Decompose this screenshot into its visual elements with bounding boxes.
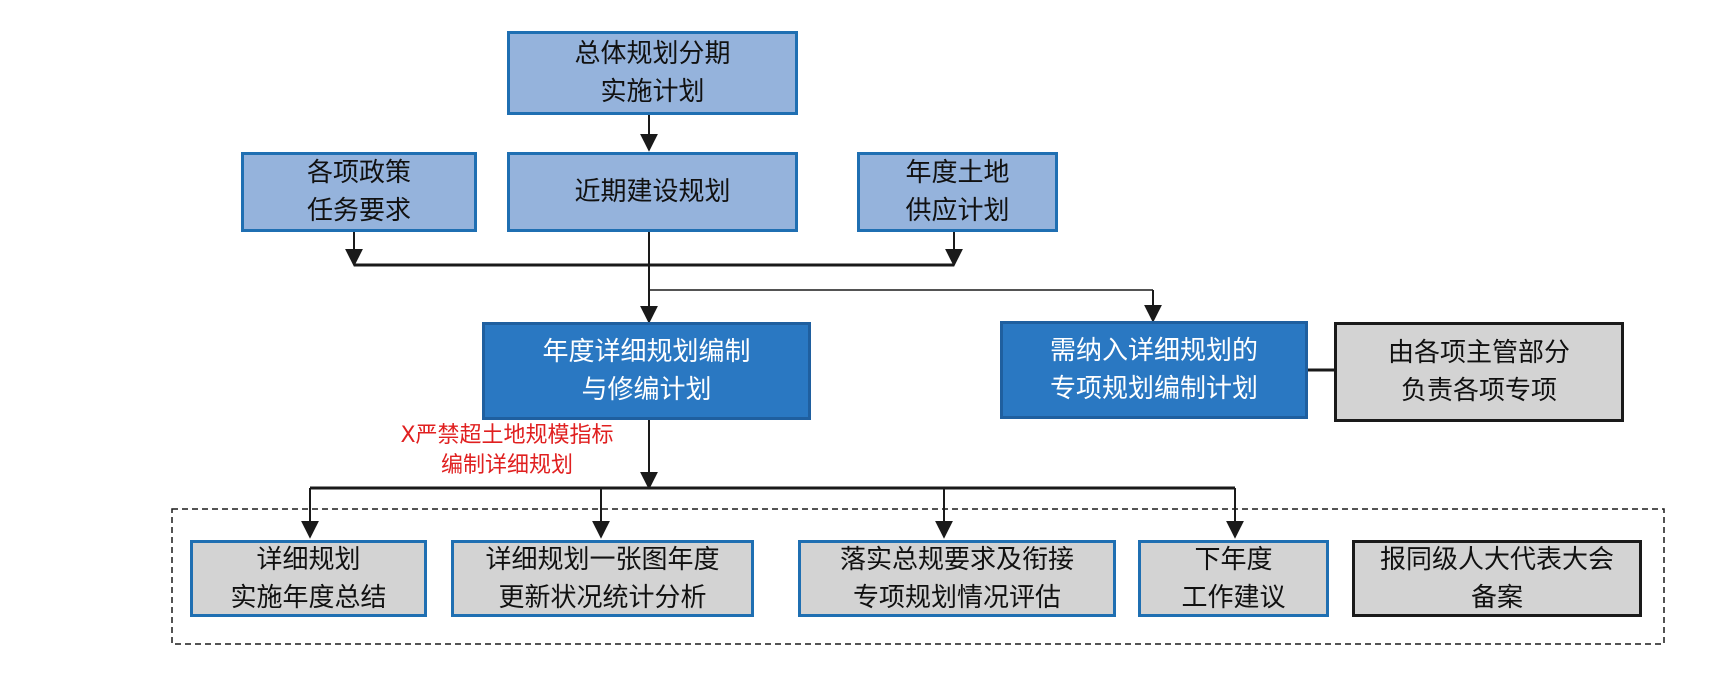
node-filing: 报同级人大代表大会 备案 — [1352, 540, 1642, 617]
node-next-year-line2: 工作建议 — [1181, 582, 1286, 613]
node-summary: 详细规划 实施年度总结 — [190, 540, 427, 617]
node-policy-tasks: 各项政策 任务要求 — [241, 152, 477, 232]
node-annual-detail: 年度详细规划编制 与修编计划 — [482, 322, 811, 420]
node-next-year: 下年度 工作建议 — [1138, 540, 1329, 617]
node-filing-line1: 报同级人大代表大会 — [1379, 544, 1614, 575]
node-overall-plan: 总体规划分期 实施计划 — [507, 31, 798, 115]
node-special-plans-line1: 需纳入详细规划的 — [1049, 336, 1258, 366]
node-one-map: 详细规划一张图年度 更新状况统计分析 — [451, 540, 754, 617]
node-dept-responsible-line2: 负责各项专项 — [1400, 376, 1557, 406]
node-annual-detail-line1: 年度详细规划编制 — [542, 337, 751, 367]
node-summary-line1: 详细规划 — [256, 544, 361, 575]
node-policy-tasks-line2: 任务要求 — [306, 196, 411, 226]
node-evaluation-line2: 专项规划情况评估 — [852, 582, 1061, 613]
warning-note-line2: 编制详细规划 — [440, 453, 573, 478]
node-land-supply-line1: 年度土地 — [905, 158, 1010, 188]
node-near-term-line1: 近期建设规划 — [574, 177, 731, 207]
warning-note-line1: X严禁超土地规模指标 — [400, 423, 614, 448]
node-next-year-line1: 下年度 — [1194, 544, 1273, 575]
node-special-plans: 需纳入详细规划的 专项规划编制计划 — [1000, 321, 1308, 419]
node-dept-responsible-line1: 由各项主管部分 — [1387, 338, 1570, 368]
node-summary-line2: 实施年度总结 — [230, 582, 387, 613]
node-one-map-line1: 详细规划一张图年度 — [485, 544, 720, 575]
node-dept-responsible: 由各项主管部分 负责各项专项 — [1334, 322, 1624, 422]
node-evaluation: 落实总规要求及衔接 专项规划情况评估 — [798, 540, 1116, 617]
node-overall-plan-line1: 总体规划分期 — [574, 39, 731, 69]
node-annual-detail-line2: 与修编计划 — [581, 375, 712, 405]
node-evaluation-line1: 落实总规要求及衔接 — [839, 544, 1074, 575]
node-land-supply: 年度土地 供应计划 — [857, 152, 1058, 232]
node-land-supply-line2: 供应计划 — [905, 196, 1010, 226]
node-policy-tasks-line1: 各项政策 — [306, 158, 411, 188]
node-special-plans-line2: 专项规划编制计划 — [1049, 374, 1258, 404]
node-near-term: 近期建设规划 — [507, 152, 798, 232]
node-overall-plan-line2: 实施计划 — [600, 77, 705, 107]
node-one-map-line2: 更新状况统计分析 — [498, 582, 707, 613]
warning-note: X严禁超土地规模指标 编制详细规划 — [373, 421, 641, 481]
node-filing-line2: 备案 — [1470, 582, 1523, 613]
output-group-border — [171, 508, 1665, 645]
